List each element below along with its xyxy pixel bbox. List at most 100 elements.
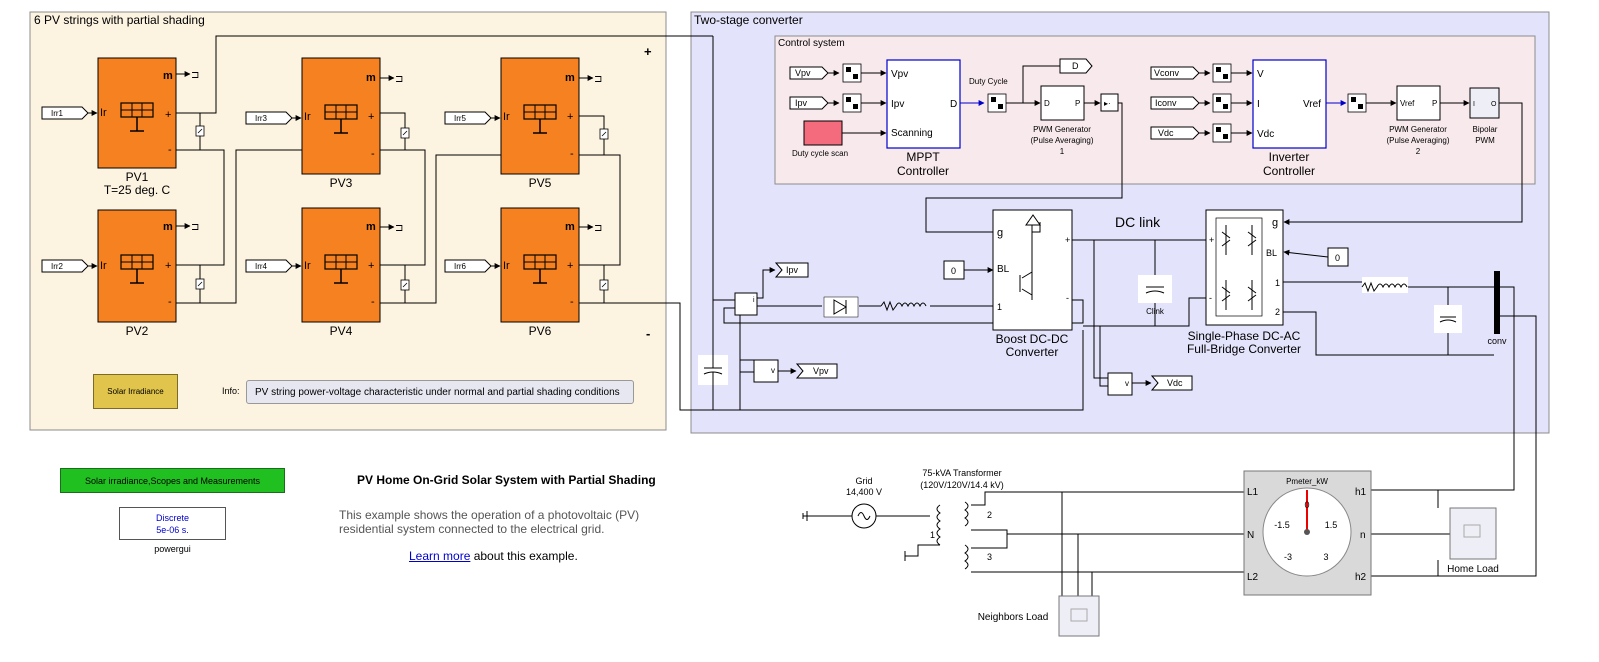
irr5-tag[interactable]: Irr5 [444, 111, 501, 125]
clink-capacitor[interactable] [1138, 275, 1172, 303]
svg-text:Ipv: Ipv [786, 265, 799, 275]
boost-label-2: Converter [1006, 345, 1059, 359]
svg-text:+: + [567, 111, 573, 123]
svg-text:Scanning: Scanning [891, 128, 933, 139]
svg-text:m: m [565, 72, 575, 84]
svg-text:Ir: Ir [503, 111, 510, 123]
neighbors-load[interactable] [1058, 595, 1100, 637]
powergui-block[interactable]: Discrete 5e-06 s. [119, 507, 226, 540]
solar-irradiance-block[interactable]: Solar Irradiance [93, 374, 178, 409]
irr3-tag[interactable]: Irr3 [245, 111, 302, 125]
irr2-tag[interactable]: Irr2 [41, 259, 98, 273]
svg-text:m: m [366, 72, 376, 84]
duty-cycle-scan-block[interactable] [803, 120, 887, 146]
svg-text:+: + [368, 260, 374, 272]
svg-text:D: D [1072, 61, 1079, 71]
grid-source[interactable] [802, 503, 930, 529]
meter-port-h1: h1 [1355, 487, 1367, 498]
svg-text:Vref: Vref [1303, 99, 1321, 110]
irr6-tag[interactable]: Irr6 [444, 259, 501, 273]
svg-text:+: + [165, 109, 171, 121]
svg-text:P: P [1075, 99, 1080, 108]
svg-text:Vdc: Vdc [1167, 378, 1183, 388]
home-load[interactable] [1449, 507, 1497, 560]
info-text: PV string power-voltage characteristic u… [255, 386, 620, 398]
output-filter-capacitor[interactable] [1434, 305, 1462, 333]
inverter-title-1: Inverter [1269, 150, 1310, 164]
svg-text:1: 1 [1275, 278, 1280, 288]
bipolar-pwm[interactable]: I O [1469, 87, 1500, 119]
series-rl-inductor[interactable] [880, 300, 927, 312]
svg-text:Vdc: Vdc [1257, 129, 1274, 140]
transformer-label-1: 75-kVA Transformer [922, 468, 1001, 478]
scopes-measurements-button[interactable]: Solar irradiance,Scopes and Measurements [60, 468, 285, 493]
svg-text:m: m [163, 221, 173, 233]
pwm-generator-2[interactable]: Vref P [1396, 85, 1441, 121]
power-meter[interactable]: Pmeter_kW 0 -1.5 1.5 -3 3 [1243, 470, 1372, 596]
powergui-step: 5e-06 s. [156, 525, 189, 535]
grid-label-2: 14,400 V [846, 487, 882, 497]
svg-text:I: I [1473, 101, 1475, 108]
vpv-goto-tag[interactable]: Vpv [795, 363, 838, 379]
pv6-block[interactable]: Ir m + - [500, 207, 580, 323]
pwm2-label-1: PWM Generator [1389, 125, 1447, 134]
learn-more-link[interactable]: Learn more [409, 549, 471, 563]
pv4-label: PV4 [330, 324, 353, 338]
bipolar-label-2: PWM [1475, 136, 1495, 145]
svg-text:+: + [368, 111, 374, 123]
voltage-measurement-vdc[interactable]: v [1107, 372, 1133, 396]
vdc-goto-tag[interactable]: Vdc [1150, 375, 1193, 391]
home-load-label: Home Load [1447, 564, 1499, 575]
inverter-title-2: Controller [1263, 164, 1315, 178]
svg-text:+: + [165, 260, 171, 272]
inverter-bl-constant[interactable]: 0 [1283, 247, 1349, 267]
svg-text:0: 0 [1304, 500, 1309, 510]
pwm2-label-2: (Pulse Averaging) [1387, 136, 1450, 145]
pv3-label: PV3 [330, 176, 353, 190]
pwm1-output-block[interactable]: ▸· [1100, 93, 1119, 112]
inverter-label-1: Single-Phase DC-AC [1188, 329, 1301, 343]
inverter-controller[interactable]: V I Vdc Vref [1252, 59, 1327, 149]
irr1-tag[interactable]: Irr1 [41, 106, 98, 120]
svg-text:Ir: Ir [304, 260, 311, 272]
meter-port-h2: h2 [1355, 572, 1367, 583]
dc-link-capacitor[interactable] [698, 355, 728, 385]
voltage-measurement-vpv[interactable]: v [753, 359, 779, 383]
svg-text:Ipv: Ipv [891, 99, 904, 110]
transformer[interactable]: 1 2 3 [904, 501, 992, 570]
ipv-goto-tag[interactable]: Ipv [774, 262, 809, 278]
pv5-block[interactable]: Ir m + - [500, 57, 580, 175]
pv2-block[interactable]: Ir m + - [97, 209, 177, 323]
svg-text:Ipv: Ipv [795, 98, 808, 108]
pwm-generator-1[interactable]: D P [1040, 85, 1085, 121]
mppt-controller[interactable]: Vpv Ipv Scanning D [886, 59, 961, 149]
d-goto-tag[interactable]: D [1059, 58, 1093, 74]
pv1-block[interactable]: Ir m + - [97, 57, 177, 169]
svg-text:v: v [1125, 379, 1129, 388]
string-minus-label: - [646, 326, 650, 341]
boost-converter[interactable]: g BL 1 + - [992, 209, 1073, 331]
full-bridge-converter[interactable]: g BL 1 2 + - [1205, 209, 1284, 326]
svg-text:⊐: ⊐ [191, 222, 199, 233]
svg-text:Ir: Ir [503, 260, 510, 272]
pv4-block[interactable]: Ir m + - [301, 207, 381, 323]
boost-bl-constant[interactable]: 0 [943, 260, 994, 280]
svg-text:-3: -3 [1284, 552, 1292, 562]
svg-text:Ir: Ir [304, 111, 311, 123]
diode[interactable] [823, 296, 859, 318]
svg-text:Irr2: Irr2 [51, 262, 64, 271]
conv-bus[interactable] [1494, 271, 1500, 334]
neighbors-load-label: Neighbors Load [978, 612, 1049, 623]
svg-text:▸·: ▸· [1104, 99, 1111, 108]
svg-text:+: + [567, 260, 573, 272]
output-filter-inductor[interactable] [1361, 277, 1408, 293]
description-line-2: residential system connected to the elec… [339, 522, 605, 536]
svg-text:-: - [371, 148, 375, 160]
pv3-block[interactable]: Ir m + - [301, 57, 381, 175]
svg-text:g: g [997, 227, 1003, 239]
scopes-measurements-label: Solar irradiance,Scopes and Measurements [84, 475, 261, 486]
irr4-tag[interactable]: Irr4 [245, 259, 302, 273]
info-box[interactable]: PV string power-voltage characteristic u… [246, 380, 634, 404]
current-measurement-ipv[interactable]: i [734, 292, 758, 316]
svg-text:-1.5: -1.5 [1274, 520, 1290, 530]
